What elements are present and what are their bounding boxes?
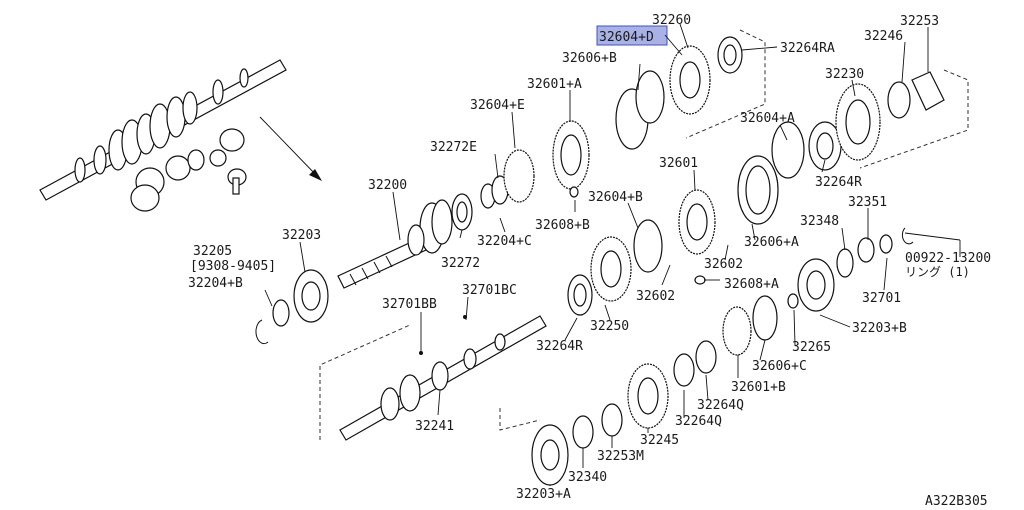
part-label[interactable]: 32272E [430, 140, 477, 155]
part-label[interactable]: 32604+A [740, 111, 795, 126]
part-label[interactable]: 32203 [282, 228, 321, 243]
part-note: リング (1) [905, 265, 970, 279]
part-label[interactable]: 32260 [652, 13, 691, 28]
part-label[interactable]: 32601+B [731, 380, 786, 395]
part-label[interactable]: 32608+B [535, 218, 590, 233]
selected-part-highlight [596, 25, 668, 46]
part-label[interactable]: 32606+C [752, 359, 807, 374]
part-label[interactable]: 32264R [536, 339, 583, 354]
part-label[interactable]: 32245 [640, 433, 679, 448]
overview-assembly [39, 59, 322, 212]
part-label[interactable]: 32604+E [470, 98, 525, 113]
part-label[interactable]: 32340 [568, 470, 607, 485]
part-label[interactable]: 32200 [368, 178, 407, 193]
part-label[interactable]: 32230 [825, 67, 864, 82]
part-label[interactable]: 32348 [800, 214, 839, 229]
part-label[interactable]: 32265 [792, 340, 831, 355]
part-label[interactable]: 32204+C [477, 234, 532, 249]
part-label[interactable]: 32606+A [744, 235, 799, 250]
part-label[interactable]: 32608+A [724, 277, 779, 292]
part-label[interactable]: 32241 [415, 419, 454, 434]
part-label[interactable]: 32264R [815, 175, 862, 190]
synchronizer-group [567, 69, 969, 316]
part-label[interactable]: 00922-13200 [905, 251, 991, 266]
part-label[interactable]: 32602 [704, 257, 743, 272]
part-label[interactable]: 32272 [441, 256, 480, 271]
part-label[interactable]: 32253 [900, 14, 939, 29]
part-label[interactable]: 32701BC [462, 283, 517, 298]
part-label[interactable]: 32253M [597, 449, 644, 464]
diagram-reference-code: A322B305 [925, 494, 988, 509]
part-label[interactable]: 32601+A [527, 77, 582, 92]
part-label[interactable]: 32203+B [852, 321, 907, 336]
main-shaft [319, 293, 799, 486]
part-label[interactable]: 32264Q [675, 414, 722, 429]
part-label-selected[interactable]: 32604+D [599, 30, 654, 45]
part-label[interactable]: 32205 [193, 244, 232, 259]
part-label[interactable]: 32246 [864, 29, 903, 44]
part-label[interactable]: 32264RA [780, 41, 835, 56]
part-labels: 32260 32604+D 32253 32264RA 32246 32606+… [188, 13, 991, 509]
input-shaft [255, 29, 766, 345]
part-label[interactable]: 32264Q [697, 398, 744, 413]
part-label[interactable]: 32604+B [588, 190, 643, 205]
part-label[interactable]: 32250 [590, 319, 629, 334]
part-label[interactable]: [9308-9405] [190, 259, 276, 274]
part-label[interactable]: 32602 [636, 289, 675, 304]
part-label[interactable]: 32606+B [562, 51, 617, 66]
part-label[interactable]: 32351 [848, 195, 887, 210]
part-label[interactable]: 32701BB [382, 297, 437, 312]
leader-lines [264, 23, 961, 486]
part-label[interactable]: 32701 [862, 291, 901, 306]
part-label[interactable]: 32601 [659, 156, 698, 171]
part-label[interactable]: 32203+A [516, 487, 571, 502]
part-label[interactable]: 32204+B [188, 276, 243, 291]
